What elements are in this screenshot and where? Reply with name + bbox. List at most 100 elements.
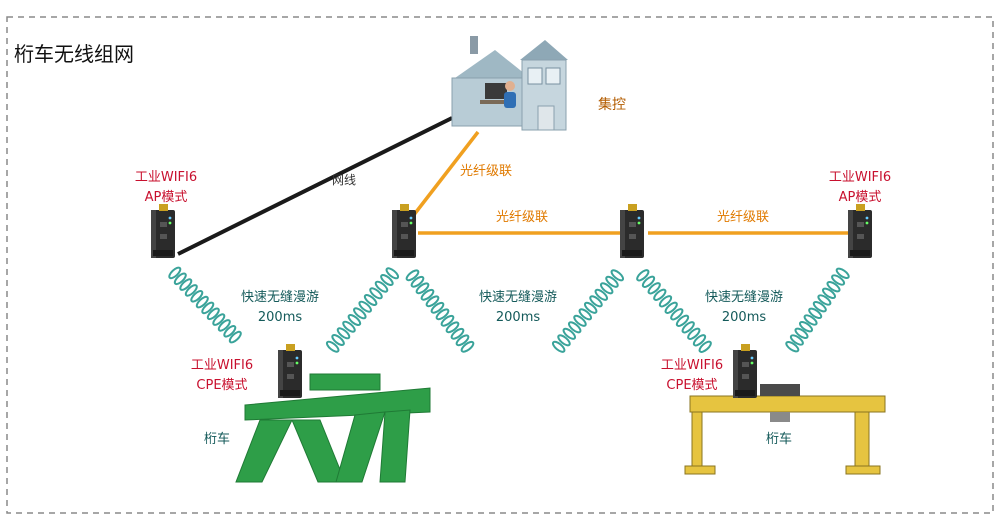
wireless-coil-1 (217, 319, 231, 332)
ap-label-left-line1: 工业WIFI6 (134, 170, 198, 185)
cpe-label-right-line1: 工业WIFI6 (660, 358, 724, 373)
wireless-coil-2 (363, 294, 378, 306)
wireless-coil-1 (179, 278, 193, 291)
ap-label-right-line2: AP模式 (838, 190, 882, 205)
wireless-coil-5 (670, 308, 684, 321)
wireless-coil-1 (201, 301, 215, 315)
wireless-coil-6 (831, 274, 846, 286)
ap-label-right: 工业WIFI6 AP模式 (824, 168, 896, 208)
wireless-coil-5 (658, 295, 673, 308)
wireless-coil-3 (415, 282, 430, 295)
crane-yellow (684, 384, 886, 475)
wireless-coil-3 (405, 269, 420, 282)
roaming-label-2: 快速无缝漫游 200ms (470, 288, 566, 328)
wireless-coil-2 (369, 287, 383, 300)
wireless-coil-3 (430, 301, 445, 314)
control-center-label: 集控 (598, 97, 626, 113)
wireless-coil-1 (228, 330, 242, 344)
wireless-coil-2 (336, 327, 351, 340)
wireless-coil-4 (573, 314, 587, 327)
roaming-label-1-line1: 快速无缝漫游 (240, 290, 319, 305)
wireless-coil-5 (687, 327, 701, 340)
wireless-coil-4 (583, 301, 598, 314)
wireless-coil-6 (789, 334, 804, 346)
cpe-label-left-line2: CPE模式 (196, 378, 248, 393)
wireless-coil-1 (223, 325, 237, 338)
wireless-coil-3 (455, 334, 470, 347)
wireless-coil-4 (594, 288, 609, 301)
wireless-coil-6 (817, 294, 832, 306)
wireless-coil-1 (195, 295, 209, 309)
wireless-coil-4 (605, 275, 619, 288)
wireless-coil-2 (385, 267, 400, 280)
wireless-coil-1 (212, 313, 226, 326)
wireless-coil-6 (835, 267, 850, 279)
wireless-coil-5 (675, 314, 690, 327)
wireless-coil-3 (440, 314, 455, 327)
wireless-coil-5 (641, 275, 656, 288)
fiber-label-top: 光纤级联 (460, 164, 513, 179)
wireless-coil-1 (173, 272, 187, 286)
wireless-coil-6 (794, 327, 809, 339)
wireless-coil-6 (803, 314, 818, 326)
wireless-coil-4 (567, 321, 582, 334)
wireless-coil-6 (808, 307, 823, 319)
roaming-label-1: 快速无缝漫游 200ms (232, 288, 328, 328)
fiber-link-to-center (411, 130, 480, 218)
fiber-label-mid: 光纤级联 (496, 210, 549, 225)
wireless-coil-3 (445, 321, 460, 334)
switch-device-2 (620, 204, 644, 258)
cpe-label-left: 工业WIFI6 CPE模式 (186, 356, 258, 396)
wireless-coil-4 (599, 282, 614, 295)
wireless-coil-5 (664, 301, 678, 314)
cpe-label-right-line2: CPE模式 (666, 378, 718, 393)
wireless-coil-1 (168, 266, 182, 280)
cpe-label-right: 工业WIFI6 CPE模式 (656, 356, 728, 396)
wireless-coil-2 (358, 300, 372, 313)
wireless-coil-4 (562, 327, 577, 340)
wireless-coil-2 (347, 314, 362, 326)
wireless-coil-1 (190, 290, 204, 303)
wireless-coil-4 (557, 334, 571, 347)
wireless-coil-5 (681, 321, 695, 334)
control-center-house (451, 36, 568, 131)
wireless-coil-1 (184, 284, 198, 297)
wireless-coil-6 (821, 287, 837, 299)
crane-label-left: 桁车 (204, 432, 231, 447)
wireless-coil-4 (551, 340, 566, 353)
wireless-coil-3 (450, 327, 465, 340)
wireless-coil-5 (653, 288, 667, 301)
cable-link (177, 116, 453, 256)
wireless-coil-6 (785, 341, 800, 353)
wireless-coil-2 (353, 307, 367, 320)
wireless-coil-2 (374, 280, 389, 293)
wireless-coil-2 (342, 320, 356, 333)
wireless-coil-1 (206, 307, 220, 321)
wireless-coil-4 (610, 269, 625, 282)
ap-label-left-line2: AP模式 (144, 190, 188, 205)
wireless-coil-3 (460, 340, 475, 353)
roaming-label-3: 快速无缝漫游 200ms (696, 288, 792, 328)
ap-label-left: 工业WIFI6 AP模式 (130, 168, 202, 208)
crane-green (235, 373, 431, 483)
cable-label: 网线 (332, 173, 357, 187)
roaming-label-3-line1: 快速无缝漫游 (704, 290, 783, 305)
cpe-device-left (278, 344, 302, 398)
wireless-coil-6 (812, 301, 827, 313)
wireless-coil-3 (420, 288, 435, 301)
cpe-label-left-line1: 工业WIFI6 (190, 358, 254, 373)
crane-label-right: 桁车 (766, 432, 793, 447)
diagram-border (6, 16, 994, 514)
wireless-coil-4 (589, 295, 603, 308)
wireless-coil-3 (425, 295, 440, 308)
wireless-coil-3 (410, 275, 425, 288)
wireless-coil-6 (826, 281, 841, 293)
wireless-coil-2 (380, 274, 394, 286)
wireless-coil-5 (636, 269, 650, 282)
wireless-coil-4 (578, 308, 593, 321)
switch-device-1 (392, 204, 416, 258)
wireless-coil-6 (798, 321, 814, 333)
roaming-label-2-line1: 快速无缝漫游 (478, 290, 557, 305)
roaming-label-1-line2: 200ms (257, 310, 303, 325)
